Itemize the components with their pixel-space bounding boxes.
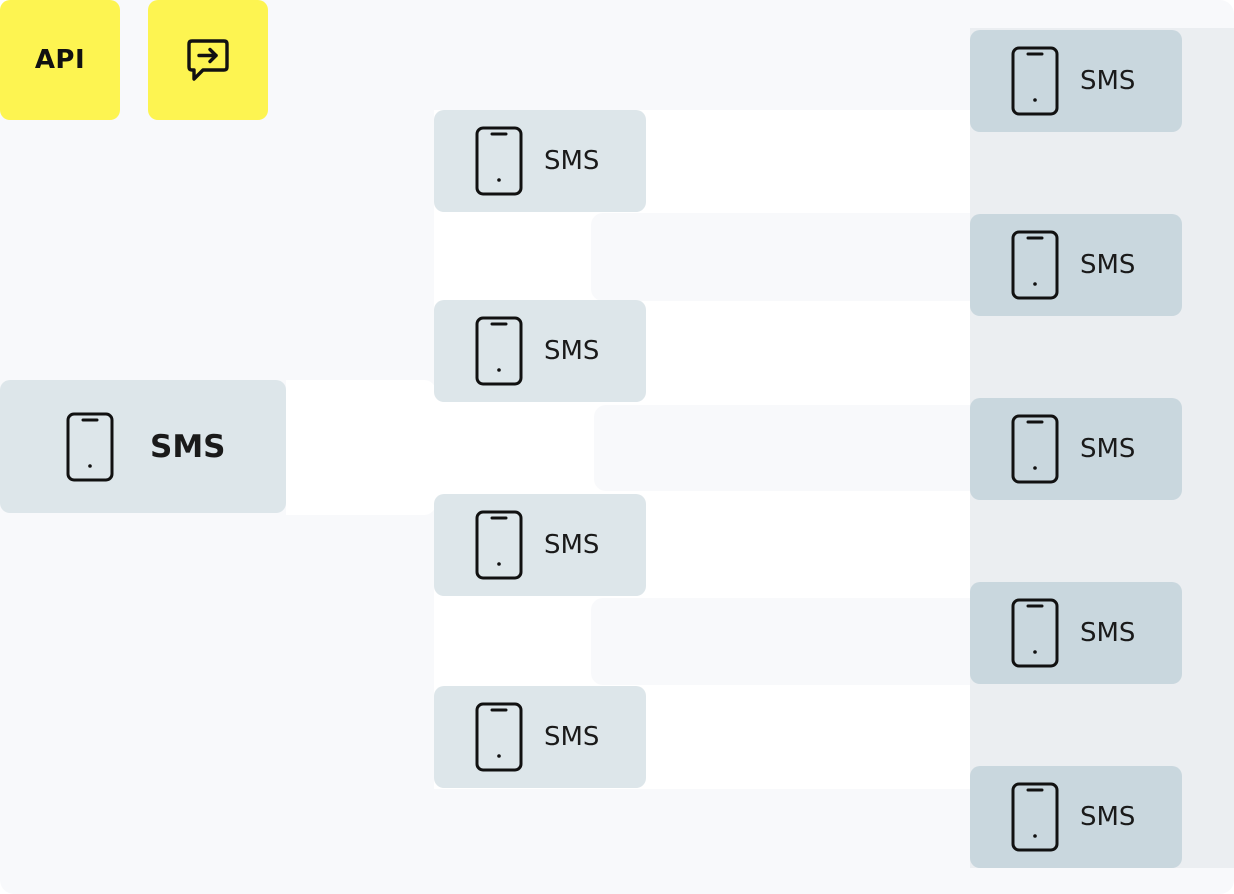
api-label: API	[34, 45, 86, 75]
phone-icon	[1011, 782, 1059, 852]
root-sms-node[interactable]: SMS	[0, 380, 286, 513]
message-forward-icon	[187, 39, 229, 81]
phone-icon	[66, 412, 114, 481]
right-sms-node[interactable]: SMS	[970, 214, 1182, 316]
middle-sms-node[interactable]: SMS	[434, 494, 646, 596]
middle-sms-label: SMS	[544, 530, 600, 560]
middle-sms-label: SMS	[544, 336, 600, 366]
middle-sms-label: SMS	[544, 146, 600, 176]
right-sms-label: SMS	[1080, 66, 1136, 96]
connector-band	[286, 380, 436, 515]
right-sms-label: SMS	[1080, 250, 1136, 280]
phone-icon	[1011, 414, 1059, 484]
middle-sms-node[interactable]: SMS	[434, 686, 646, 788]
phone-icon	[475, 702, 523, 772]
phone-icon	[1011, 598, 1059, 668]
middle-sms-node[interactable]: SMS	[434, 300, 646, 402]
phone-icon	[475, 126, 523, 196]
right-sms-node[interactable]: SMS	[970, 30, 1182, 132]
root-sms-label: SMS	[150, 428, 226, 465]
message-badge	[148, 0, 268, 120]
connector-gap	[591, 598, 970, 685]
right-sms-label: SMS	[1080, 434, 1136, 464]
connector-gap	[594, 405, 970, 491]
phone-icon	[475, 510, 523, 580]
phone-icon	[475, 316, 523, 386]
phone-icon	[1011, 46, 1059, 116]
connector-gap	[591, 213, 970, 301]
phone-icon	[1011, 230, 1059, 300]
right-sms-node[interactable]: SMS	[970, 766, 1182, 868]
right-sms-label: SMS	[1080, 618, 1136, 648]
right-sms-node[interactable]: SMS	[970, 398, 1182, 500]
middle-sms-node[interactable]: SMS	[434, 110, 646, 212]
right-sms-label: SMS	[1080, 802, 1136, 832]
middle-sms-label: SMS	[544, 722, 600, 752]
right-sms-node[interactable]: SMS	[970, 582, 1182, 684]
api-badge: API	[0, 0, 120, 120]
